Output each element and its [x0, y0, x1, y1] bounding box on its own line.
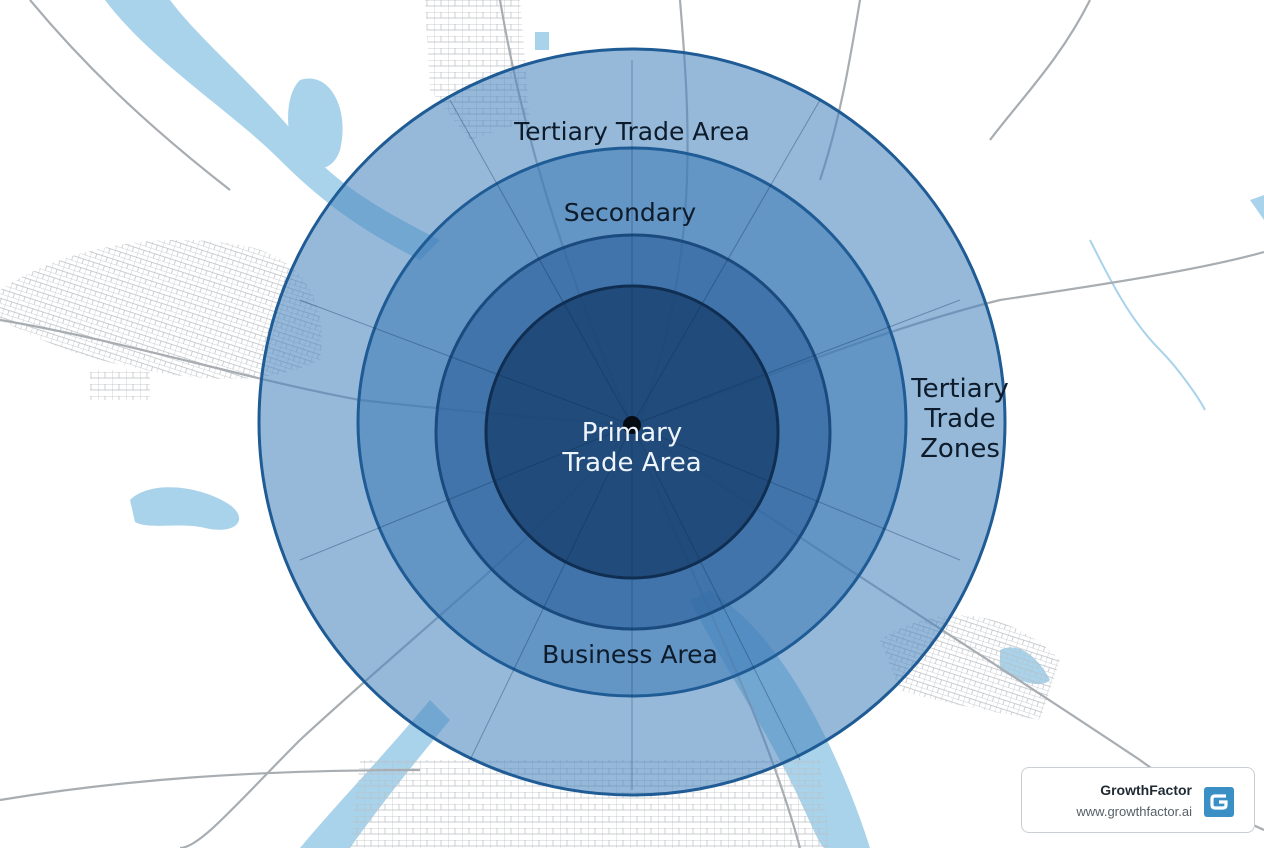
road-northwest — [29, 0, 231, 191]
road-west-lower — [0, 768, 421, 802]
label-tertiary-trade-area: Tertiary Trade Area — [514, 117, 750, 146]
lake-west — [130, 487, 240, 530]
label-secondary: Secondary — [563, 198, 697, 227]
grid-west — [0, 240, 322, 379]
lake-northwest — [288, 78, 343, 169]
growthfactor-logo-icon — [1204, 787, 1234, 817]
pond-north — [535, 32, 549, 50]
radial-streets — [299, 60, 961, 790]
brand-url: www.growthfactor.ai — [1076, 804, 1192, 819]
stream-northeast — [1089, 239, 1206, 411]
stream-east — [1250, 195, 1264, 220]
grid-west-small — [90, 370, 150, 400]
center-point-marker — [623, 416, 641, 434]
label-tertiary-trade-zones: Tertiary Trade Zones — [911, 374, 1009, 464]
brand-name: GrowthFactor — [1100, 782, 1192, 798]
street-grids — [0, 0, 1060, 848]
brand-badge[interactable]: GrowthFactor www.growthfactor.ai — [1021, 767, 1255, 833]
road-far-northeast — [989, 0, 1091, 141]
label-primary-trade-area: Primary Trade Area — [562, 418, 702, 478]
label-business-area: Business Area — [542, 640, 718, 669]
